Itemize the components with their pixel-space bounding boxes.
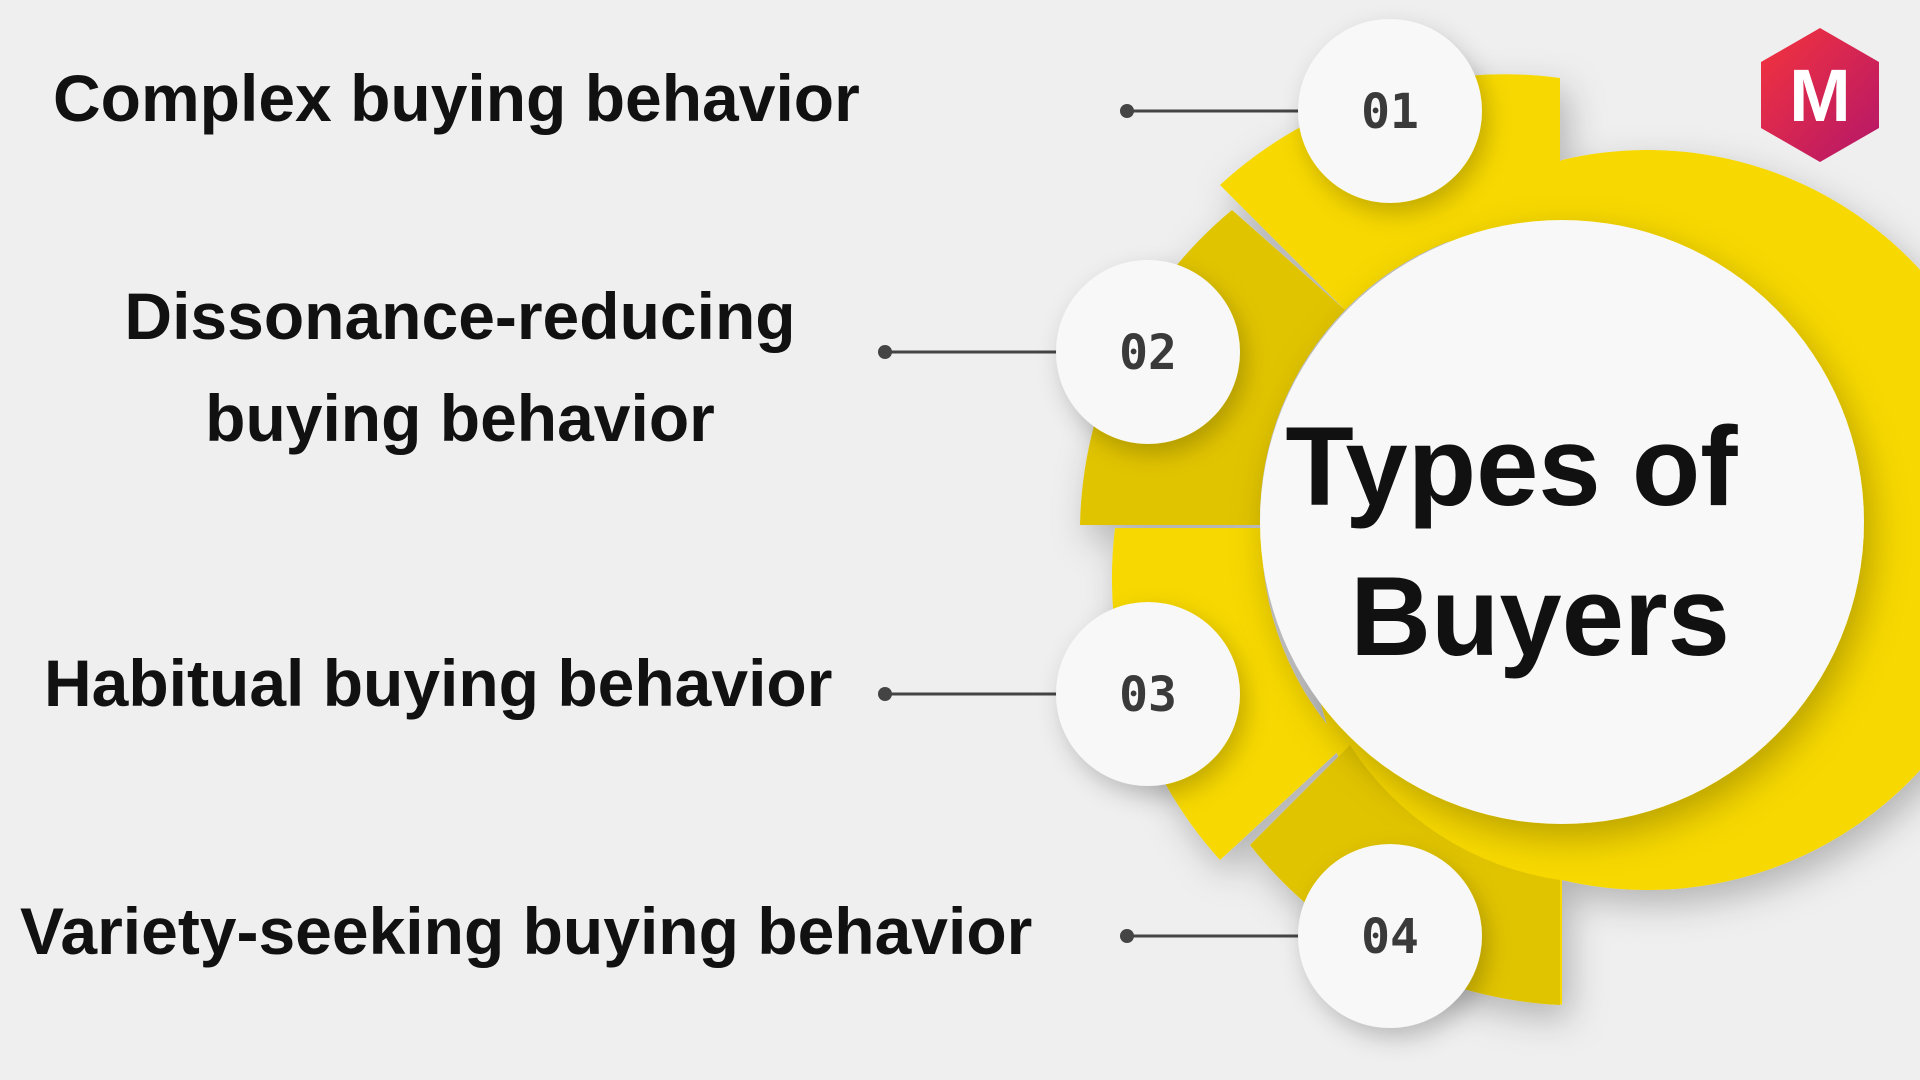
number-bubble-04-text: 04 <box>1361 909 1419 965</box>
item-label-02-line-1: Dissonance-reducing <box>124 279 796 353</box>
number-bubble-01: 01 <box>1298 19 1482 203</box>
connectors <box>885 109 1330 938</box>
item-label-01: Complex buying behavior <box>53 47 860 149</box>
item-label-03-line-1: Habitual buying behavior <box>44 646 833 720</box>
center-title-line-2: Buyers <box>1350 554 1730 679</box>
connector-04-start-dot <box>1120 929 1134 943</box>
connector-02-start-dot <box>878 345 892 359</box>
number-bubble-03-circle <box>1056 602 1240 786</box>
item-label-04-line-1: Variety-seeking buying behavior <box>20 894 1033 968</box>
item-label-04: Variety-seeking buying behavior <box>20 880 1032 982</box>
number-bubble-01-text: 01 <box>1361 84 1419 140</box>
number-bubble-02: 02 <box>1056 260 1240 444</box>
number-bubble-03: 03 <box>1056 602 1240 786</box>
logo-hexagon <box>1761 28 1879 162</box>
center-circle <box>1260 220 1864 824</box>
item-label-03: Habitual buying behavior <box>44 632 832 734</box>
connector-03-start-dot <box>878 687 892 701</box>
item-label-01-line-1: Complex buying behavior <box>53 61 860 135</box>
number-bubble-03-text: 03 <box>1119 667 1177 723</box>
number-bubble-04-circle <box>1298 844 1482 1028</box>
number-bubble-02-circle <box>1056 260 1240 444</box>
connector-01-start-dot <box>1120 104 1134 118</box>
center-title-line-1: Types of <box>1285 404 1738 529</box>
number-bubble-01-circle <box>1298 19 1482 203</box>
item-label-02-line-2: buying behavior <box>205 381 715 455</box>
center-title: Types of Buyers <box>1285 404 1768 679</box>
brand-logo: M <box>1761 28 1879 162</box>
number-bubble-04: 04 <box>1298 844 1482 1028</box>
logo-letter: M <box>1789 54 1851 137</box>
item-label-02: Dissonance-reducing buying behavior <box>110 265 810 469</box>
number-bubble-02-text: 02 <box>1119 325 1177 381</box>
